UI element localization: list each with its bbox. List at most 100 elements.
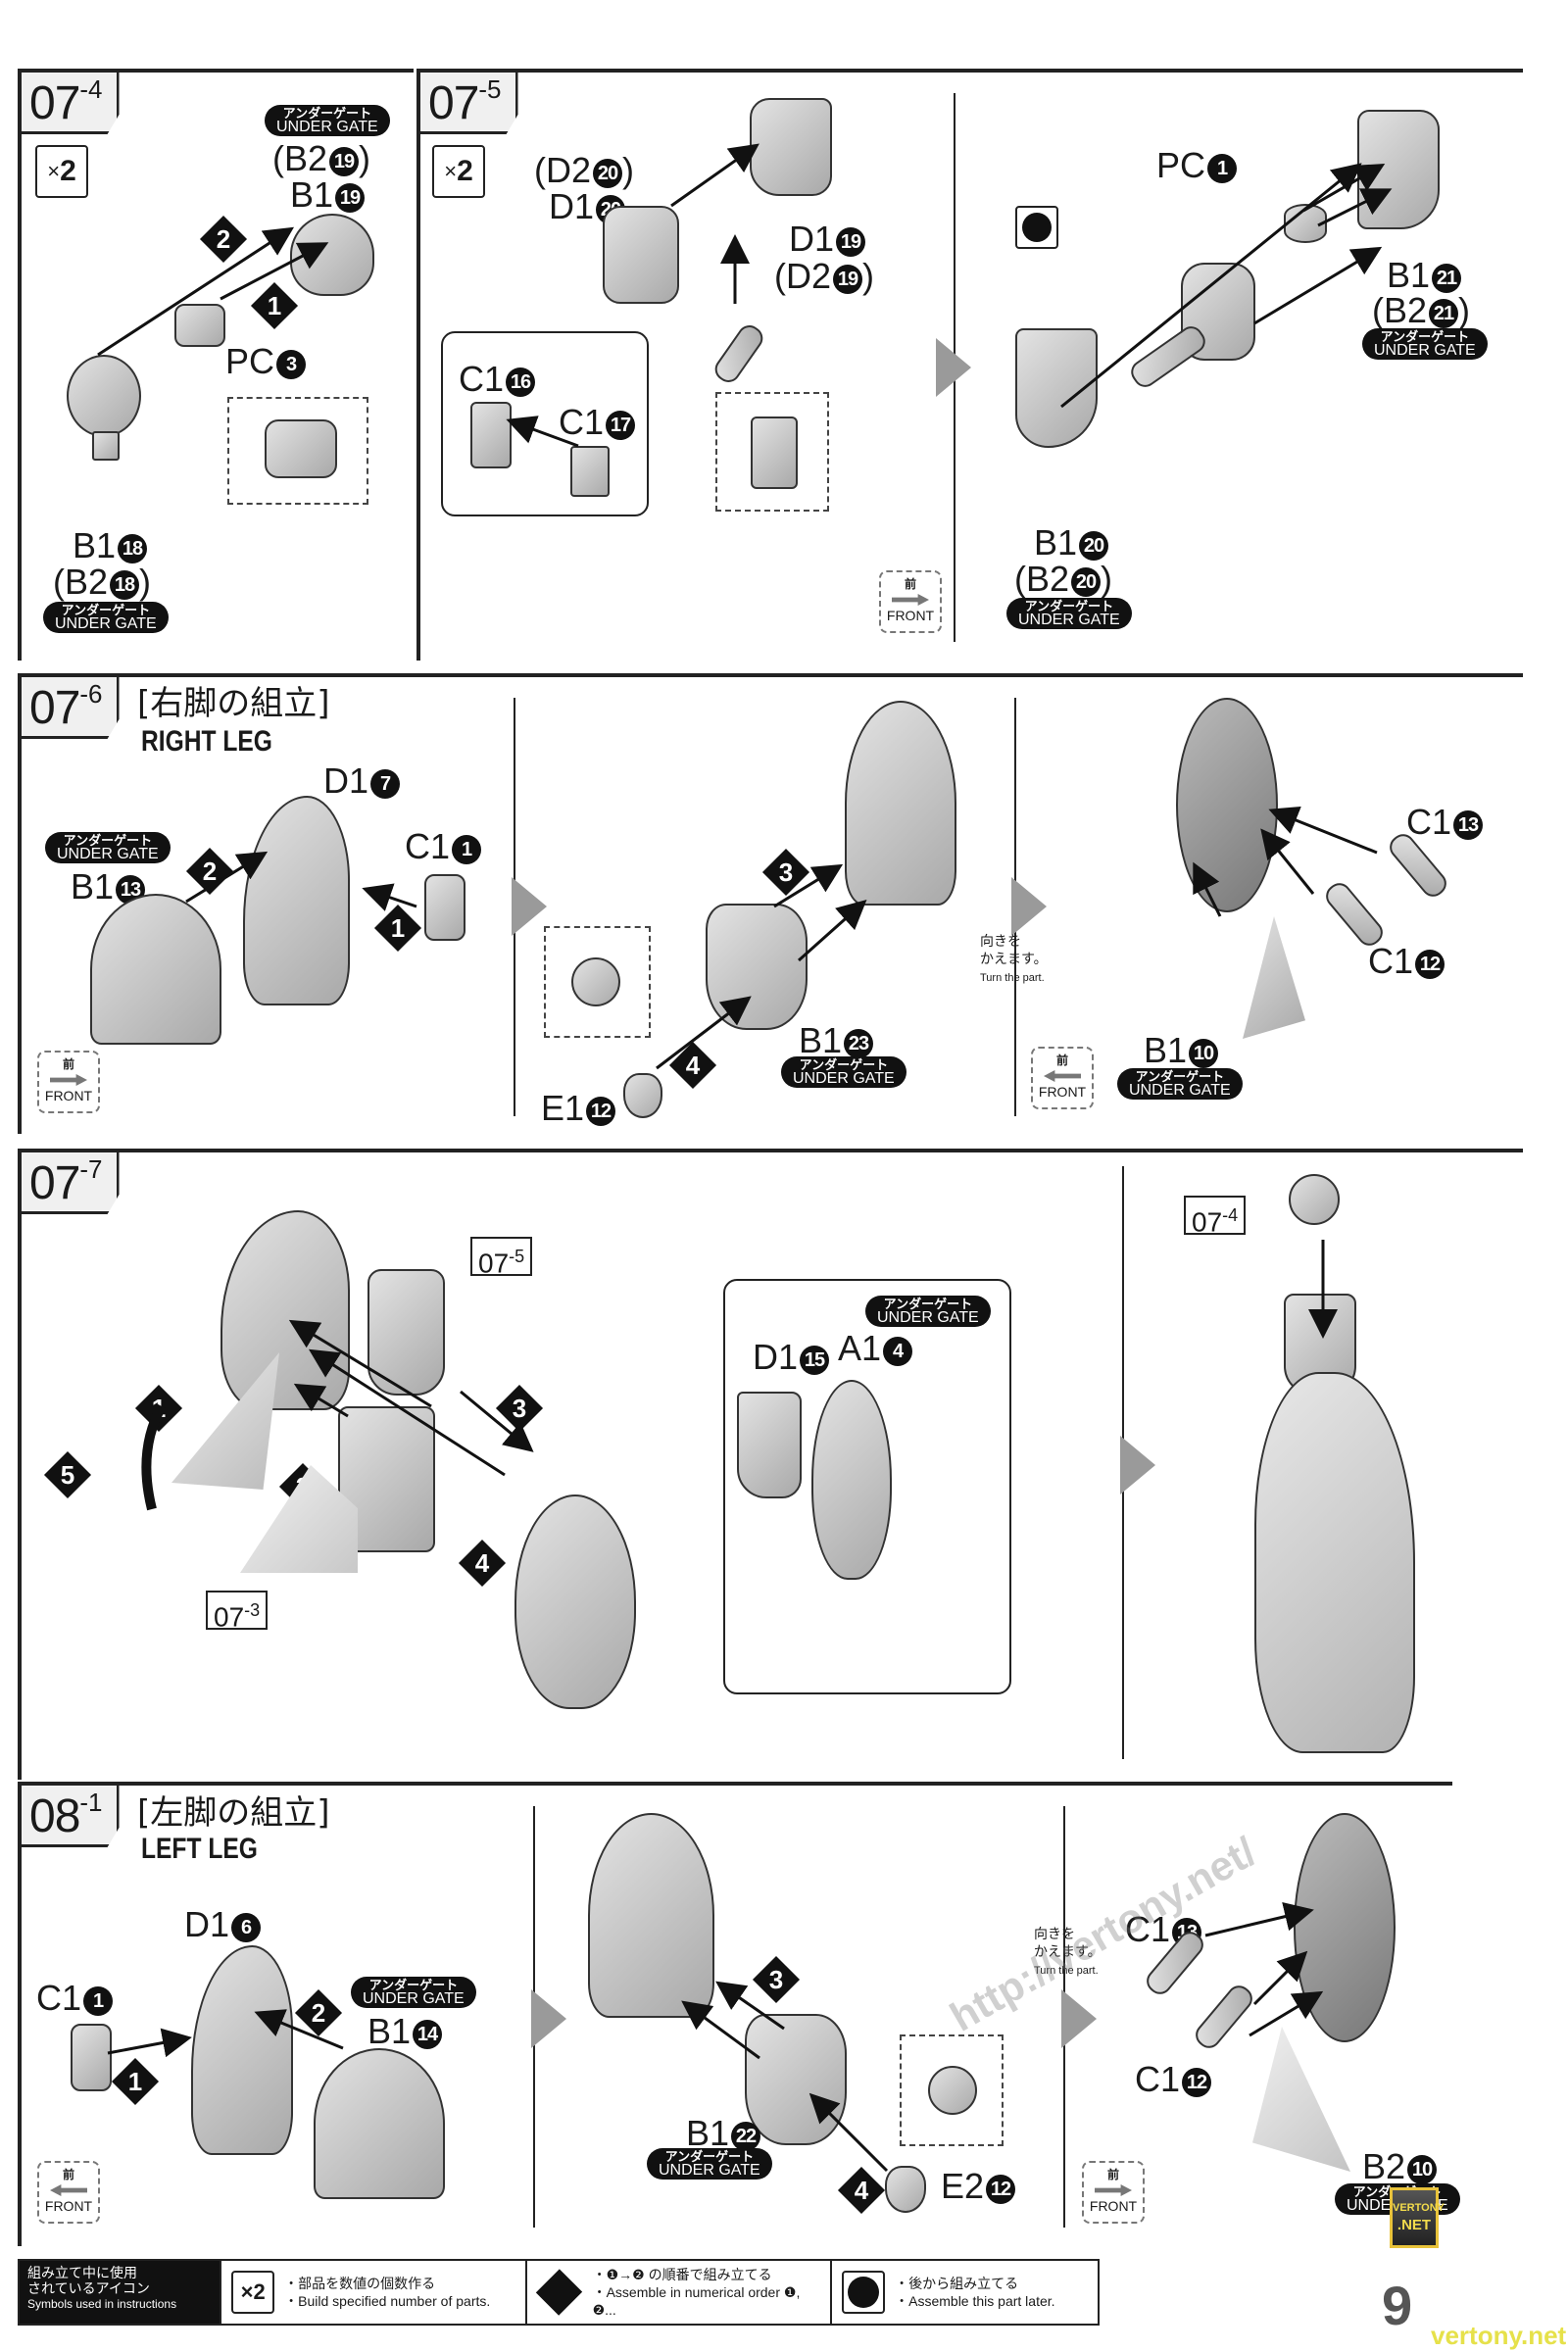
part-illustration — [314, 2048, 445, 2199]
order-diamond-icon — [535, 2269, 582, 2316]
watermark-badge: VERTONY.NET — [1390, 2187, 1445, 2248]
order-marker: 3 — [761, 848, 810, 897]
part-illustration — [1254, 1372, 1415, 1753]
next-step-arrow — [531, 1989, 566, 2048]
reference-tag: 07-3 — [206, 1591, 269, 1632]
part-illustration — [174, 304, 225, 347]
part-illustration — [424, 874, 466, 941]
part-illustration — [368, 1269, 445, 1396]
order-marker: 4 — [458, 1539, 507, 1588]
step-08-1-tag: 08-1 — [22, 1786, 120, 1847]
reference-tag: 07-4 — [1184, 1196, 1247, 1237]
part-illustration — [571, 957, 620, 1006]
assemble-later-icon — [1015, 206, 1058, 249]
turn-part-note: 向きをかえます。Turn the part. — [1034, 1927, 1102, 1977]
step-07-4-tag: 07-4 — [22, 73, 120, 134]
part-illustration — [737, 1392, 802, 1498]
part-illustration — [1176, 698, 1278, 912]
part-illustration — [1294, 1813, 1396, 2042]
next-step-arrow — [1120, 1436, 1155, 1494]
part-illustration — [71, 2024, 112, 2091]
turn-part-note: 向きをかえます。Turn the part. — [980, 934, 1048, 984]
part-illustration — [845, 701, 956, 906]
next-step-arrow — [512, 877, 547, 936]
part-illustration — [623, 1073, 662, 1118]
part-illustration — [1015, 328, 1098, 448]
order-marker: 2 — [199, 215, 248, 264]
x2-icon: ×2 — [432, 145, 485, 198]
order-marker: 2 — [294, 1988, 343, 2037]
x2-icon: ×2 — [35, 145, 88, 198]
part-illustration — [1289, 1174, 1340, 1225]
part-illustration — [1284, 204, 1327, 243]
order-marker: 1 — [111, 2057, 160, 2106]
x2-icon: ×2 — [231, 2271, 275, 2314]
detail-inset — [715, 392, 829, 512]
part-illustration — [92, 431, 120, 461]
section-title-en: RIGHT LEG — [141, 725, 272, 758]
page-number: 9 — [1382, 2275, 1413, 2336]
symbol-legend: 組み立て中に使用 されているアイコン Symbols used in instr… — [18, 2259, 1100, 2326]
part-illustration — [885, 2166, 926, 2213]
step-07-5-tag: 07-5 — [420, 73, 518, 134]
next-step-arrow — [936, 338, 971, 397]
part-illustration — [1357, 110, 1440, 229]
part-illustration — [603, 206, 679, 304]
legend-item-assemble-later: ・後から組み立てる・Assemble this part later. — [830, 2261, 1098, 2324]
step-07-4-panel — [18, 69, 414, 661]
section-title-en: LEFT LEG — [141, 1833, 258, 1865]
reference-tag: 07-5 — [470, 1237, 533, 1278]
step-07-7-panel — [18, 1149, 1523, 1780]
part-illustration — [90, 894, 221, 1045]
step-07-6-tag: 07-6 — [22, 677, 120, 739]
step-07-7-tag: 07-7 — [22, 1152, 120, 1214]
order-marker: 1 — [134, 1384, 183, 1433]
order-marker: 3 — [752, 1955, 801, 2004]
order-marker: 1 — [250, 281, 299, 330]
section-title-jp: [左脚の組立] — [137, 1793, 330, 1833]
next-step-arrow — [1011, 877, 1047, 936]
step-08-1-panel — [18, 1782, 1452, 2246]
order-marker: 2 — [185, 847, 234, 896]
part-illustration — [706, 904, 808, 1030]
